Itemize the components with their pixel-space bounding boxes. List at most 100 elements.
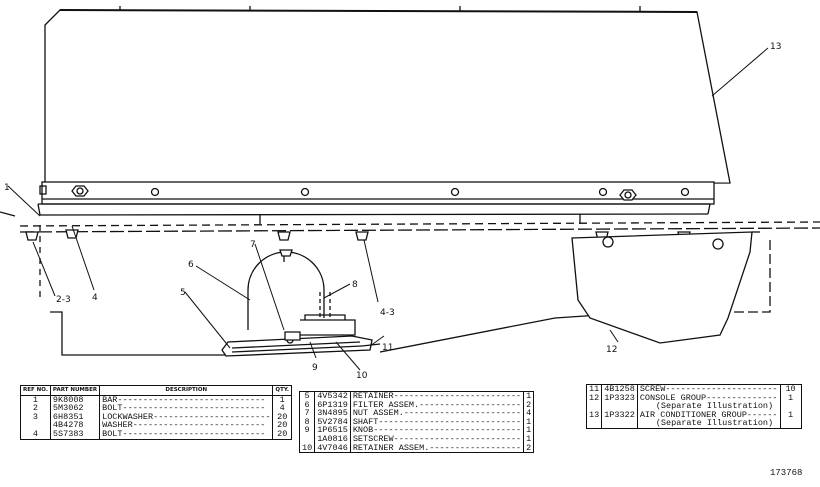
table-row: 1A0816 SETSCREW-------------------------… [299, 433, 534, 444]
qty-cell: 10 [785, 384, 796, 394]
qty-cell [780, 419, 801, 428]
table-row: 4B4278 WASHER-------------------------- … [20, 420, 292, 431]
part-cell [601, 419, 638, 429]
part-cell [601, 402, 638, 411]
desc-cell: BOLT---------------------------- [99, 430, 274, 440]
part-cell: 3N4895 [314, 409, 351, 418]
table-row: 11 4B1258 SCREW---------------------- 10 [586, 384, 802, 394]
table-row: 12 1P3323 CONSOLE GROUP-------------- 1 [586, 392, 802, 403]
table-row: 9 1P6515 KNOB---------------------------… [299, 425, 534, 436]
qty-cell: 1 [526, 433, 532, 444]
ref-cell [586, 419, 603, 429]
part-cell: 4V7046 [314, 443, 351, 453]
table-row: 2 5M3062 BOLT---------------------------… [20, 403, 292, 414]
part-cell: 6P1319 [314, 400, 351, 410]
table-row: 3 6H8351 LOCKWASHER---------------------… [20, 411, 292, 422]
qty-cell: 1 [526, 425, 532, 436]
ref-cell [299, 434, 316, 444]
callout-12: 12 [606, 345, 617, 355]
callout-5: 5 [180, 288, 186, 298]
part-cell: 4B4278 [50, 421, 101, 430]
desc-cell: LOCKWASHER----------------------- [99, 413, 274, 422]
ref-cell: 9 [299, 426, 316, 435]
desc-cell: SCREW---------------------- [637, 384, 781, 394]
desc-cell: WASHER-------------------------- [99, 421, 274, 430]
ref-cell: 7 [299, 409, 316, 418]
ref-cell: 1 [20, 395, 51, 405]
header-description: DESCRIPTION [99, 385, 274, 396]
qty-cell: 1 [526, 416, 532, 427]
retainer-assembly [221, 331, 381, 357]
illustration-number: 173768 [770, 468, 803, 478]
table-row: 8 5V2784 SHAFT--------------------------… [299, 416, 534, 427]
desc-cell: BOLT---------------------------- [99, 404, 274, 413]
part-cell: 4V5342 [314, 391, 351, 401]
desc-cell: NUT ASSEM.----------------------- [350, 409, 525, 418]
desc-cell: RETAINER------------------------- [350, 391, 525, 401]
qty-cell: 1 [787, 409, 794, 420]
callout-2-3: 2-3 [56, 295, 71, 305]
desc-cell: SHAFT---------------------------- [350, 418, 525, 427]
qty-cell: 2 [526, 442, 532, 453]
qty-cell: 1 [787, 392, 794, 403]
header-part-number: PART NUMBER [50, 385, 101, 396]
ref-cell: 8 [299, 418, 316, 427]
table-row: 7 3N4895 NUT ASSEM.---------------------… [299, 408, 534, 419]
table-row: 6 6P1319 FILTER ASSEM.------------------… [299, 399, 534, 410]
filter-assembly [247, 249, 356, 336]
parts-table-middle: 5 4V5342 RETAINER-----------------------… [299, 391, 535, 454]
ref-cell: 3 [20, 413, 51, 422]
console-group [571, 231, 760, 344]
table-row: 5 4V5342 RETAINER-----------------------… [299, 391, 534, 401]
qty-cell: 20 [277, 411, 288, 422]
callout-7: 7 [250, 240, 256, 250]
table-row: (Separate Illustration) [586, 402, 802, 411]
desc-cell: FILTER ASSEM.-------------------- [350, 400, 525, 410]
part-cell: 1P3322 [601, 411, 638, 420]
table-row: 10 4V7046 RETAINER ASSEM.---------------… [299, 442, 534, 453]
qty-cell: 4 [526, 408, 532, 419]
part-cell: 1P3323 [601, 393, 638, 403]
callout-4: 4 [92, 293, 98, 303]
part-cell: 5V2784 [314, 418, 351, 427]
parts-table-left: REF NO. PART NUMBER DESCRIPTION QTY. 1 9… [20, 385, 293, 440]
callout-1: 1 [4, 183, 10, 193]
callout-8: 8 [352, 280, 358, 290]
qty-cell: 1 [279, 394, 285, 405]
table-row: 4 5S7383 BOLT---------------------------… [20, 428, 292, 440]
ref-cell: 5 [299, 391, 316, 401]
ref-cell: 12 [586, 393, 603, 403]
qty-cell: 20 [277, 420, 288, 431]
ref-cell: 2 [20, 404, 51, 413]
callout-9: 9 [312, 363, 318, 373]
desc-cell: KNOB----------------------------- [350, 426, 525, 435]
header-ref-no: REF NO. [20, 385, 51, 396]
qty-cell: 1 [526, 391, 532, 401]
air-conditioner-housing [44, 6, 731, 186]
part-cell: 5S7383 [50, 430, 101, 440]
desc-cell: (Separate Illustration) [637, 419, 781, 429]
ref-cell: 10 [299, 443, 316, 453]
table-row: (Separate Illustration) [586, 419, 802, 429]
desc-cell: SETSCREW------------------------- [350, 435, 525, 444]
desc-cell: RETAINER ASSEM.------------------ [350, 443, 525, 453]
part-cell: 9K8008 [50, 395, 101, 405]
callout-4-3: 4-3 [380, 308, 395, 318]
part-cell: 6H8351 [50, 413, 101, 422]
desc-cell: AIR CONDITIONER GROUP------ [637, 411, 781, 420]
qty-cell: 4 [279, 403, 285, 414]
ref-cell [586, 402, 603, 411]
header-qty: QTY. [272, 385, 292, 396]
ref-cell: 13 [586, 411, 603, 420]
qty-cell: 2 [526, 399, 532, 410]
desc-cell: BAR----------------------------- [99, 395, 274, 405]
callout-6: 6 [188, 260, 194, 270]
part-cell: 1P6515 [314, 426, 351, 435]
qty-cell: 20 [277, 428, 288, 439]
ref-cell: 6 [299, 400, 316, 410]
desc-cell: CONSOLE GROUP-------------- [637, 393, 781, 403]
table-row: 1 9K8008 BAR----------------------------… [20, 394, 292, 405]
desc-cell: (Separate Illustration) [637, 402, 781, 411]
callout-10: 10 [356, 371, 368, 381]
